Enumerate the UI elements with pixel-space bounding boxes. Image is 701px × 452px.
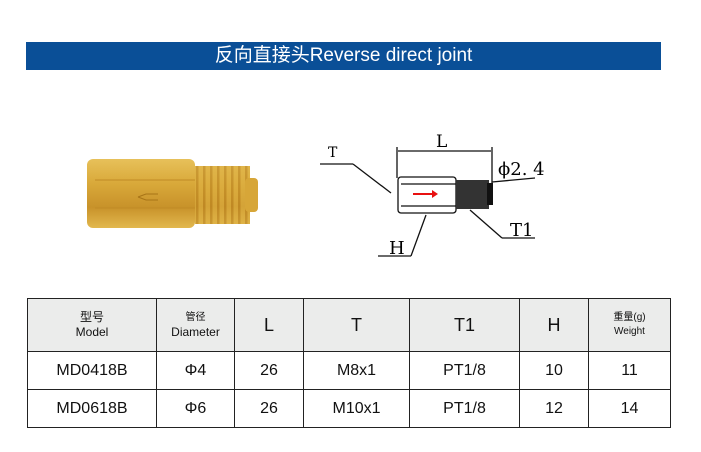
header-t: T (303, 298, 410, 352)
cell-diameter: Φ4 (156, 351, 235, 390)
cell-diameter: Φ6 (156, 389, 235, 428)
cell-t: M8x1 (303, 351, 410, 390)
technical-drawing: T L ϕ2. 4 T1 H (320, 132, 545, 259)
label-h: H (389, 238, 405, 259)
cell-h: 10 (519, 351, 589, 390)
cell-t1: PT1/8 (409, 389, 520, 428)
header-h: H (519, 298, 589, 352)
cell-l: 26 (234, 351, 304, 390)
cell-h: 12 (519, 389, 589, 428)
cell-t1: PT1/8 (409, 351, 520, 390)
label-l: L (436, 132, 447, 152)
page-title: 反向直接头Reverse direct joint (26, 42, 661, 70)
cell-weight: 14 (588, 389, 671, 428)
product-photo (87, 159, 258, 228)
label-t1: T1 (510, 220, 533, 241)
cell-model: MD0418B (27, 351, 157, 390)
cell-l: 26 (234, 389, 304, 428)
table-row: MD0618B Φ6 26 M10x1 PT1/8 12 14 (27, 389, 671, 428)
table-row: MD0418B Φ4 26 M8x1 PT1/8 10 11 (27, 351, 671, 390)
cell-model: MD0618B (27, 389, 157, 428)
cell-t: M10x1 (303, 389, 410, 428)
label-t: T (328, 145, 338, 161)
header-l: L (234, 298, 304, 352)
label-phi: ϕ2. 4 (498, 159, 545, 180)
header-weight: 重量(g)Weight (588, 298, 671, 352)
header-t1: T1 (409, 298, 520, 352)
cell-weight: 11 (588, 351, 671, 390)
